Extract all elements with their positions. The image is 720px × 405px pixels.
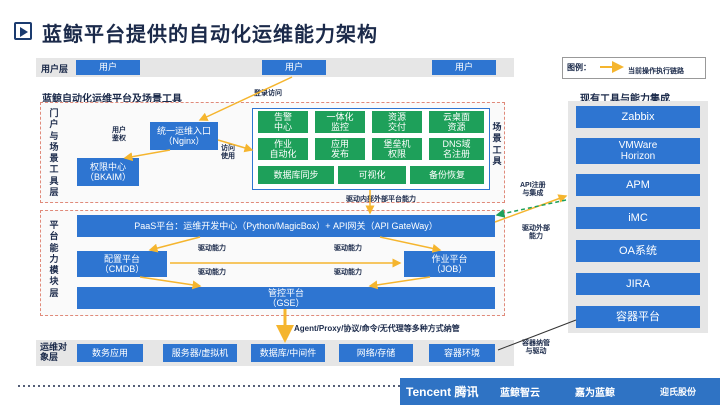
scene-tool-visual: 可视化 <box>338 166 406 184</box>
bkaim-permission-center: 权限中心 （BKAIM） <box>77 158 139 186</box>
agent-proxy-label: Agent/Proxy/协议/命令/无代理等多种方式纳管 <box>294 324 460 333</box>
page-title: 蓝鲸平台提供的自动化运维能力架构 <box>42 22 378 46</box>
section-title: 蓝鲸自动化运维平台及场景工具 <box>42 94 182 105</box>
arrow-paas-cmdb <box>148 236 201 253</box>
footer-brand-canway: 嘉为蓝鲸 <box>575 387 615 399</box>
existing-tools-title: 现有工具与能力集成 <box>580 94 670 105</box>
arrow-nginx-bkaim <box>123 149 171 162</box>
user-box-3: 用户 <box>432 60 496 75</box>
container-manage-label: 容器纳管 与驱动 <box>522 340 550 356</box>
scene-tool-job-auto: 作业 自动化 <box>258 138 308 160</box>
tool-imc: iMC <box>576 207 700 229</box>
arrow-cmdb-gse <box>139 276 202 290</box>
legend <box>562 57 706 79</box>
drive-external-label: 驱动外部 能力 <box>522 225 550 241</box>
tool-zabbix: Zabbix <box>576 106 700 128</box>
drive-ability-label-1: 驱动能力 <box>198 245 226 252</box>
arrow-paas-job <box>379 236 442 253</box>
user-box-2: 用户 <box>262 60 326 75</box>
drive-ability-label-3: 驱动能力 <box>198 269 226 276</box>
platform-layer-label: 平台能力模块层 <box>49 220 59 298</box>
cmdb-box: 配置平台 （CMDB） <box>77 251 167 277</box>
scene-tool-monitor: 一体化 监控 <box>315 111 365 133</box>
user-layer-label: 用户层 <box>41 64 69 74</box>
arrow-user-nginx <box>198 76 293 121</box>
tool-apm: APM <box>576 174 700 196</box>
tool-oa: OA系统 <box>576 240 700 262</box>
arrow-tools-paas <box>495 199 567 218</box>
arrow-nginx-scene <box>217 139 254 153</box>
user-auth-label: 用户 鉴权 <box>112 127 126 143</box>
drive-internal-label: 驱动内部外部平台能力 <box>346 196 416 203</box>
footer-bar <box>400 378 720 405</box>
title-play-icon <box>14 22 32 40</box>
legend-label: 图例： <box>567 63 591 72</box>
scene-tool-cloud-desktop: 云桌面 资源 <box>429 111 484 133</box>
portal-layer-label: 门户与场景工具层 <box>49 108 59 197</box>
drive-ability-label-4: 驱动能力 <box>334 269 362 276</box>
tool-jira: JIRA <box>576 273 700 295</box>
scene-tools-label: 场景工具 <box>492 122 502 166</box>
tool-vmware: VMWare Horizon <box>576 138 700 164</box>
arrow-job-gse <box>368 276 431 290</box>
login-access-label: 登录访问 <box>254 90 282 97</box>
user-box-1: 用户 <box>76 60 140 75</box>
paas-platform: PaaS平台：运维开发中心（Python/MagicBox）+ API网关（AP… <box>77 215 495 237</box>
ops-object-label: 运维对象层 <box>40 342 68 363</box>
ops-object-network: 网络/存储 <box>339 344 413 362</box>
ops-object-server: 服务器/虚拟机 <box>163 344 237 362</box>
footer-brand-4: 迎氏股份 <box>660 386 697 397</box>
access-use-label: 访问 使用 <box>221 145 235 161</box>
scene-tool-resource: 资源 交付 <box>372 111 422 133</box>
ops-object-container: 容器环境 <box>429 344 495 362</box>
footer-brand-tencent: Tencent 腾讯 <box>406 384 479 399</box>
job-box: 作业平台 （JOB） <box>404 251 495 277</box>
scene-tool-dns: DNS域 名注册 <box>429 138 484 160</box>
gse-box: 管控平台 （GSE） <box>77 287 495 309</box>
scene-tool-backup: 备份恢复 <box>410 166 484 184</box>
scene-tool-alarm: 告警 中心 <box>258 111 308 133</box>
legend-text: 当前操作执行链路 <box>628 68 684 75</box>
scene-tool-db-sync: 数据库同步 <box>258 166 334 184</box>
nginx-entry: 统一运维入口 （Nginx） <box>150 122 218 150</box>
drive-ability-label-2: 驱动能力 <box>334 245 362 252</box>
ops-object-app: 数务应用 <box>77 344 143 362</box>
footer-brand-bluking: 蓝鲸智云 <box>500 387 540 399</box>
scene-tool-bastion: 堡垒机 权限 <box>372 138 422 160</box>
scene-tool-app-release: 应用 发布 <box>315 138 365 160</box>
tool-container-platform: 容器平台 <box>576 306 700 328</box>
ops-object-db: 数据库/中间件 <box>251 344 325 362</box>
arrow-paas-tools <box>494 194 568 223</box>
line-container <box>497 319 577 351</box>
api-register-label: API注册 与集成 <box>520 182 546 198</box>
